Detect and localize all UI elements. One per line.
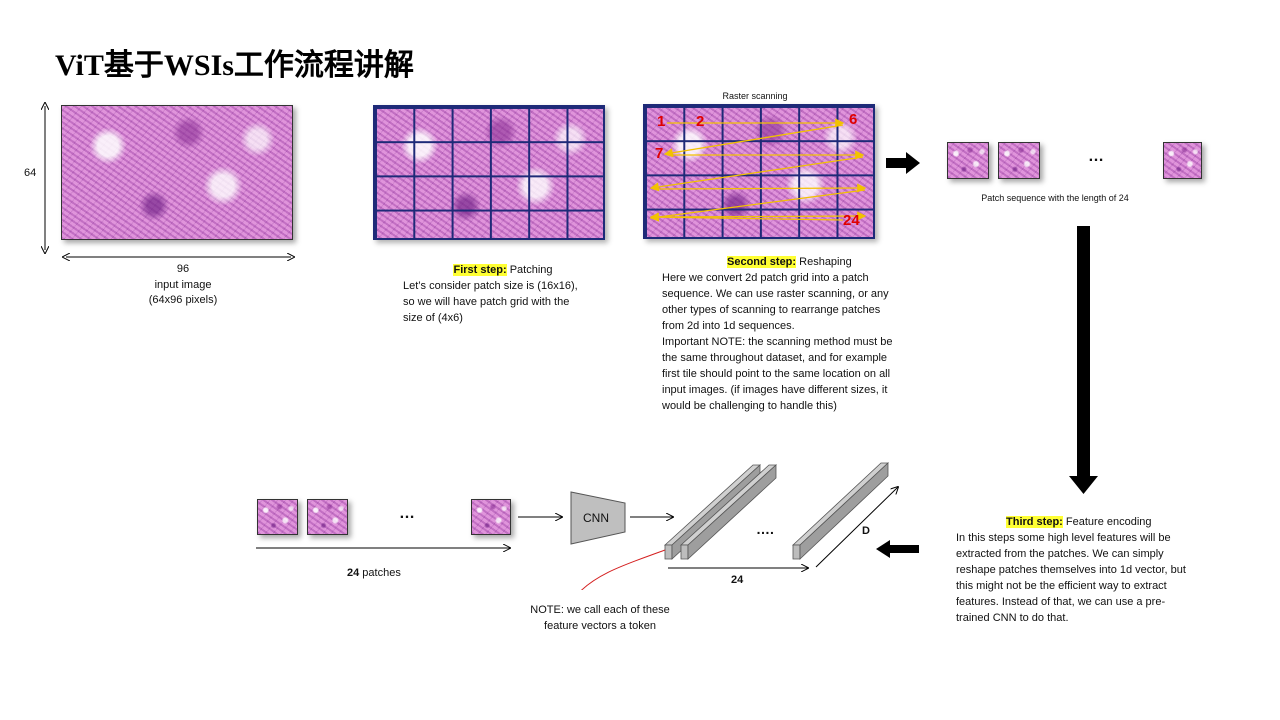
sequence-caption: Patch sequence with the length of 24 <box>981 193 1129 203</box>
bottom-patch-1 <box>257 499 298 535</box>
input-image <box>61 105 293 240</box>
step2-line: sequence. We can use raster scanning, or… <box>662 288 889 300</box>
step1-name: Patching <box>506 264 553 276</box>
raster-grid <box>643 104 875 239</box>
step3-label: Third step: <box>1006 516 1063 528</box>
step1-label: First step: <box>453 264 507 276</box>
step1-line: Let’s consider patch size is (16x16), <box>403 280 578 292</box>
width-label: 96 <box>176 263 190 275</box>
step2-text: Second step: Reshaping Here we convert 2… <box>662 254 952 414</box>
raster-scanning-label: Raster scanning <box>722 91 788 101</box>
step3-line: In this steps some high level features w… <box>956 532 1171 544</box>
raster-number-6: 6 <box>849 111 858 128</box>
arrow-right-icon <box>886 152 920 174</box>
step1-line: so we will have patch grid with the <box>403 296 570 308</box>
step2-line: Important NOTE: the scanning method must… <box>662 336 893 348</box>
note-line-1: NOTE: we call each of these <box>530 604 670 616</box>
bottom-patch-2 <box>307 499 348 535</box>
bottom-diagram-lines <box>256 462 930 590</box>
raster-number-2: 2 <box>696 113 705 130</box>
note-text: NOTE: we call each of these feature vect… <box>510 602 690 634</box>
sequence-patch-24 <box>1163 142 1202 179</box>
arrow-left-icon <box>876 540 919 558</box>
patch-grid <box>373 105 605 240</box>
bottom-ellipsis: … <box>399 505 415 522</box>
step1-line: size of (4x6) <box>403 312 463 324</box>
vector-ellipsis: …. <box>756 521 774 537</box>
raster-number-24: 24 <box>843 212 860 229</box>
patches-count: 24 <box>347 567 360 579</box>
sequence-patch-2 <box>998 142 1040 179</box>
page-title: ViT基于WSIs工作流程讲解 <box>55 49 414 82</box>
step3-line: features. Instead of that, we can use a … <box>956 596 1166 608</box>
step2-line: from 2d into 1d sequences. <box>662 320 795 332</box>
bottom-patch-24 <box>471 499 511 535</box>
step2-line: Here we convert 2d patch grid into a pat… <box>662 272 869 284</box>
step3-line: trained CNN to do that. <box>956 612 1069 624</box>
raster-number-7: 7 <box>655 145 664 162</box>
patched-image <box>373 105 605 240</box>
step3-text: Third step: Feature encoding In this ste… <box>956 514 1226 626</box>
input-image-dimension-arrows <box>36 100 306 270</box>
step3-line: this might not be the efficient way to e… <box>956 580 1167 592</box>
raster-number-1: 1 <box>657 113 666 130</box>
input-image-caption-2: (64x96 pixels) <box>148 294 218 306</box>
step3-line: reshape patches themselves into 1d vecto… <box>956 564 1186 576</box>
step3-name: Feature encoding <box>1062 516 1152 528</box>
step2-line: input images. (if images have different … <box>662 384 888 396</box>
raster-image <box>643 104 875 239</box>
height-label: 64 <box>24 167 37 179</box>
sequence-ellipsis: … <box>1088 148 1104 165</box>
patches-count-caption: 24 patches <box>347 565 401 581</box>
step2-name: Reshaping <box>796 256 852 268</box>
note-line-2: feature vectors a token <box>544 620 656 632</box>
step2-label: Second step: <box>727 256 797 268</box>
sequence-patch-1 <box>947 142 989 179</box>
patches-word: patches <box>359 567 401 579</box>
step2-line: the same throughout dataset, and for exa… <box>662 352 888 364</box>
arrow-down-icon <box>1069 226 1098 494</box>
input-image-caption-1: input image <box>154 279 212 291</box>
step3-line: extracted from the patches. We can simpl… <box>956 548 1164 560</box>
step2-line: other types of scanning to rearrange pat… <box>662 304 881 316</box>
cnn-label: CNN <box>583 511 609 525</box>
step1-text: First step: Patching Let’s consider patc… <box>403 262 623 326</box>
vectors-count-label: 24 <box>731 574 744 586</box>
step2-line: first tile should point to the same loca… <box>662 368 891 380</box>
step2-line: would be challenging to handle this) <box>662 400 837 412</box>
dimension-d-label: D <box>862 525 870 537</box>
raster-scan-arrows <box>649 118 867 222</box>
